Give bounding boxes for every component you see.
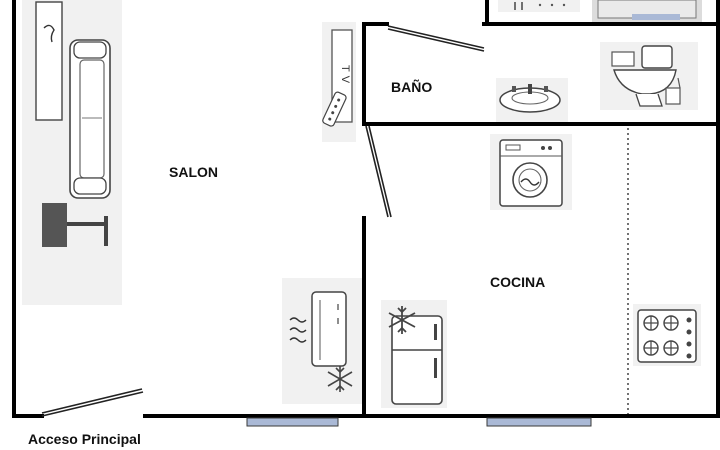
room-label-salon: SALON — [169, 164, 218, 180]
remote-control-icon — [322, 91, 347, 127]
fridge-icon — [381, 300, 447, 408]
tv-label: TV — [339, 65, 351, 87]
entrance-door-edge — [41, 388, 143, 414]
sofa-icon — [22, 0, 122, 305]
entrance-label: Acceso Principal — [28, 431, 141, 447]
windows — [246, 417, 592, 427]
stove-icon — [633, 304, 701, 366]
window-kitchen — [486, 417, 592, 427]
bathtub-icon — [592, 0, 702, 22]
room-label-bano: BAÑO — [391, 78, 432, 95]
sink-icon — [496, 78, 568, 122]
bath-door[interactable] — [387, 25, 485, 49]
kitchen-door-edge — [368, 125, 392, 218]
air-conditioner-icon — [282, 278, 362, 404]
snowflake-icon — [327, 366, 353, 392]
floor-lamp-icon — [42, 203, 108, 247]
walls — [12, 0, 720, 418]
shower-icon — [498, 0, 580, 12]
entrance-door[interactable] — [41, 391, 144, 417]
toilet-icon — [600, 42, 698, 110]
kitchen-door[interactable] — [365, 125, 389, 218]
doors — [41, 25, 485, 417]
bath-door-edge — [387, 28, 485, 52]
window-salon — [246, 417, 339, 427]
fridge-snowflake-icon — [388, 306, 416, 334]
washing-machine-icon — [490, 134, 572, 210]
room-label-cocina: COCINA — [490, 274, 545, 290]
